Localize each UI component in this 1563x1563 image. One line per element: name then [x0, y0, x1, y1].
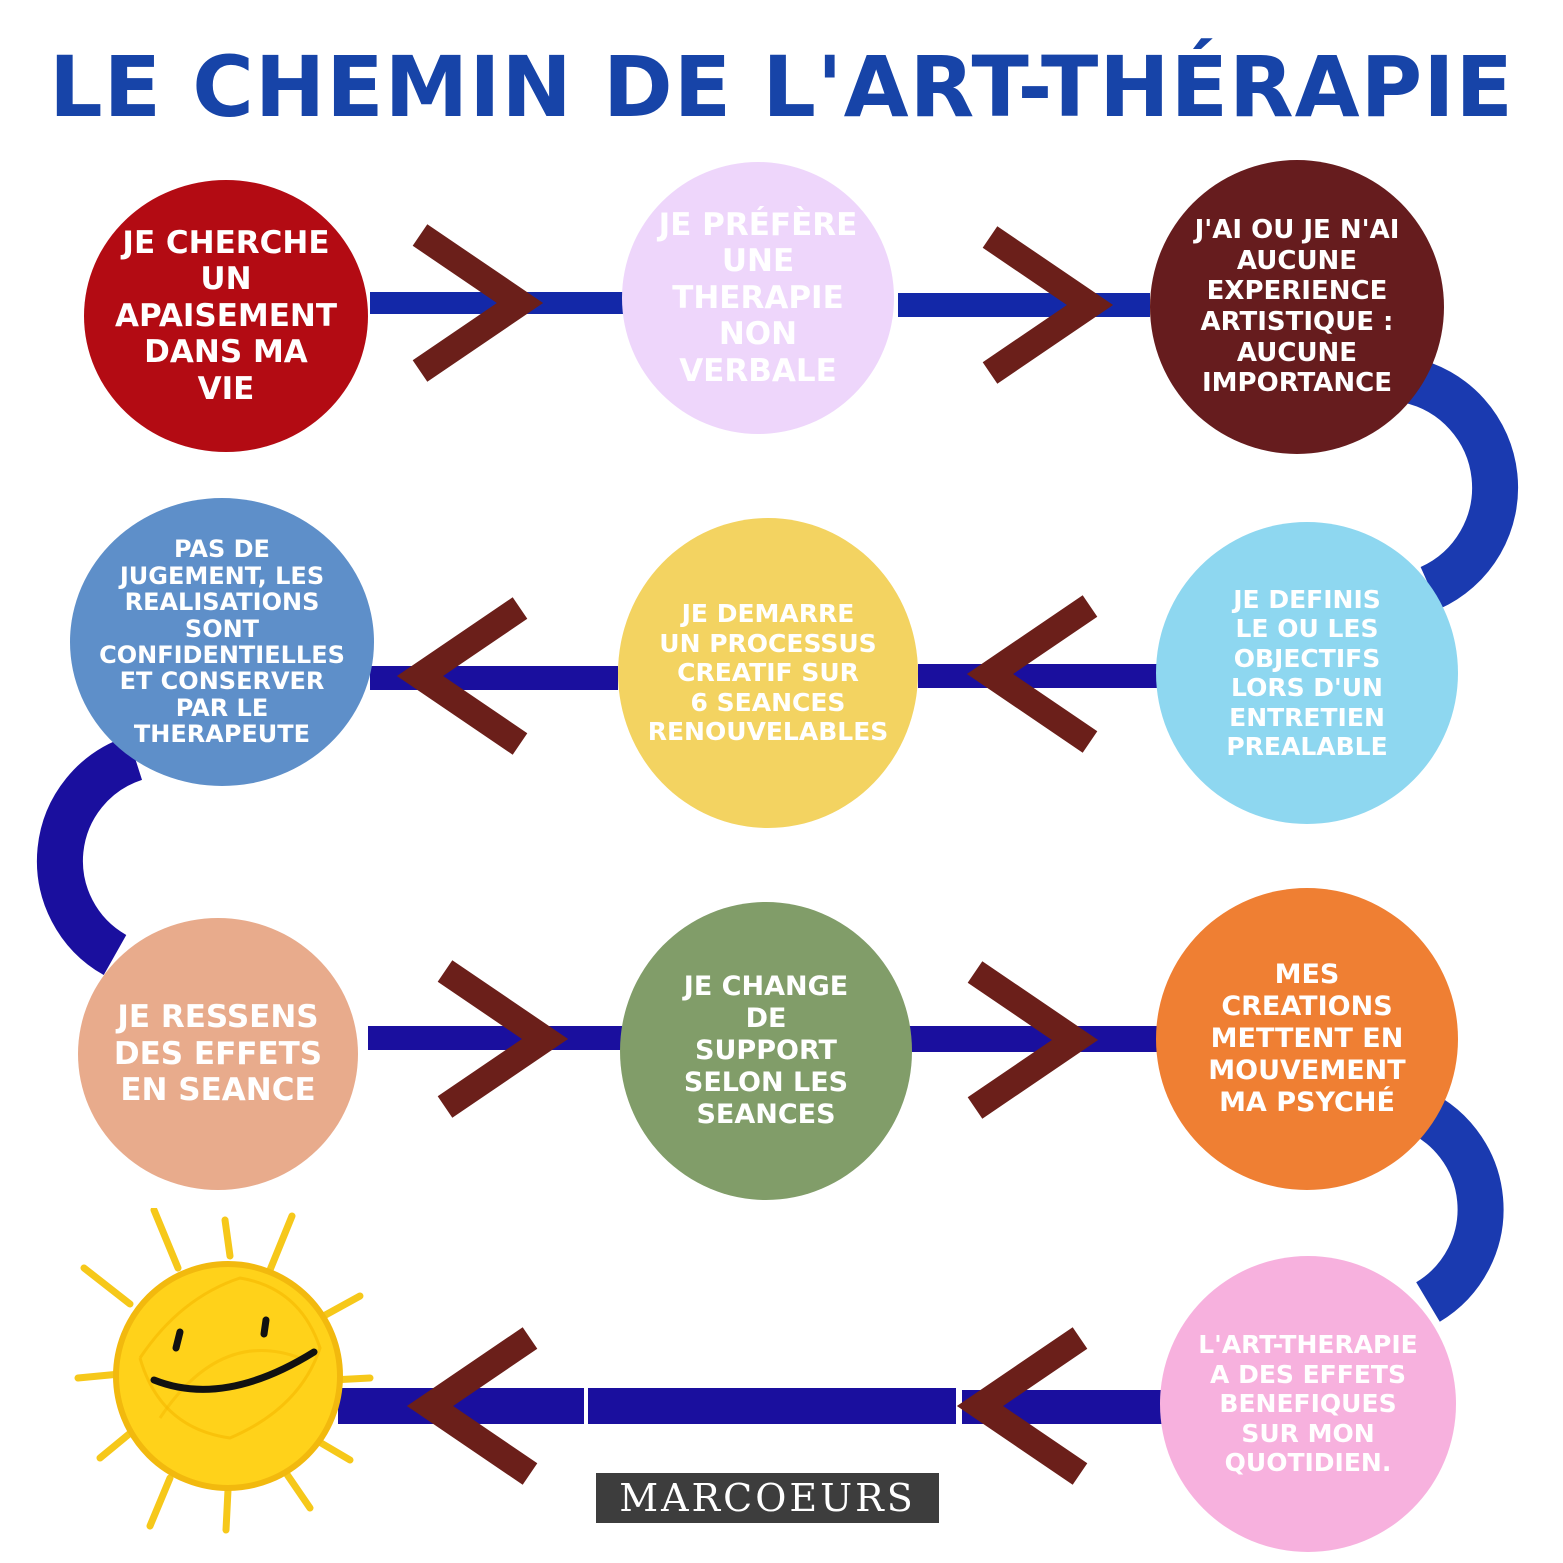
step-1-label: JE CHERCHE UN APAISEMENT DANS MA VIE [114, 224, 337, 407]
step-6-circle: PAS DE JUGEMENT, LES REALISATIONS SONT C… [70, 498, 374, 786]
step-8-label: JE CHANGE DE SUPPORT SELON LES SEANCES [683, 971, 849, 1130]
chevron-group [396, 224, 1114, 1485]
page-title: LE CHEMIN DE L'ART-THÉRAPIE [49, 38, 1514, 136]
left-chevron-icon [396, 597, 528, 755]
step-10-label: L'ART-THERAPIE A DES EFFETS BENEFIQUES S… [1198, 1330, 1418, 1478]
left-chevron-icon [956, 1327, 1088, 1485]
step-10-circle: L'ART-THERAPIE A DES EFFETS BENEFIQUES S… [1160, 1256, 1456, 1552]
step-2-circle: JE PRÉFÈRE UNE THERAPIE NON VERBALE [622, 162, 894, 434]
step-5-label: JE DEMARRE UN PROCESSUS CREATIF SUR 6 SE… [647, 599, 889, 747]
step-2-label: JE PRÉFÈRE UNE THERAPIE NON VERBALE [658, 206, 858, 389]
step-3-label: J'AI OU JE N'AI AUCUNE EXPERIENCE ARTIST… [1194, 214, 1400, 399]
step-7-circle: JE RESSENS DES EFFETS EN SEANCE [78, 918, 358, 1190]
step-9-label: MES CREATIONS METTENT EN MOUVEMENT MA PS… [1208, 959, 1406, 1118]
path-curve [1402, 357, 1519, 609]
path-bar [368, 1026, 622, 1050]
path-bar [588, 1388, 956, 1424]
brand-label-box: MARCOEURS [596, 1473, 939, 1523]
smiling-sun-icon [74, 1208, 374, 1534]
step-1-circle: JE CHERCHE UN APAISEMENT DANS MA VIE [84, 180, 368, 452]
step-9-circle: MES CREATIONS METTENT EN MOUVEMENT MA PS… [1156, 888, 1458, 1190]
path-bar [918, 664, 1158, 688]
path-curve [1401, 1086, 1504, 1322]
step-3-circle: J'AI OU JE N'AI AUCUNE EXPERIENCE ARTIST… [1150, 160, 1444, 454]
brand-text: MARCOEURS [619, 1476, 916, 1520]
right-chevron-icon [412, 224, 544, 382]
step-4-label: JE DEFINIS LE OU LES OBJECTIFS LORS D'UN… [1226, 584, 1388, 762]
right-chevron-icon [967, 961, 1099, 1119]
right-chevron-icon [982, 226, 1114, 384]
path-bar [908, 1026, 1158, 1052]
step-5-circle: JE DEMARRE UN PROCESSUS CREATIF SUR 6 SE… [618, 518, 918, 828]
left-chevron-icon [406, 1327, 538, 1485]
step-6-label: PAS DE JUGEMENT, LES REALISATIONS SONT C… [99, 535, 345, 749]
path-curve [36, 736, 143, 976]
step-8-circle: JE CHANGE DE SUPPORT SELON LES SEANCES [620, 902, 912, 1200]
step-7-label: JE RESSENS DES EFFETS EN SEANCE [113, 999, 323, 1109]
left-chevron-icon [966, 595, 1098, 753]
right-chevron-icon [437, 960, 569, 1118]
step-4-circle: JE DEFINIS LE OU LES OBJECTIFS LORS D'UN… [1156, 522, 1458, 824]
